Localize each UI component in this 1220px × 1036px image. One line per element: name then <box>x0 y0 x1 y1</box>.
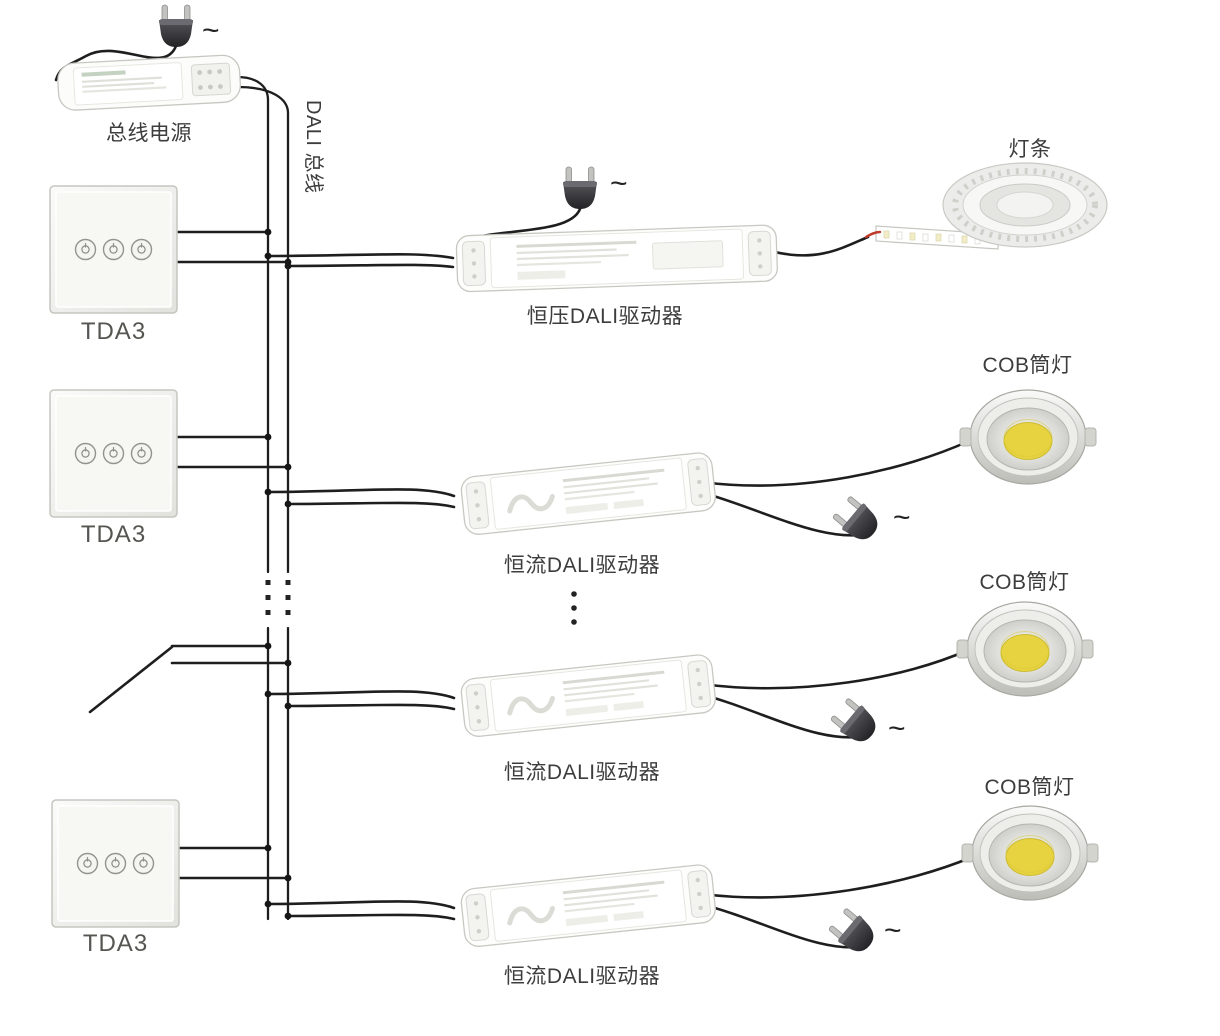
ac-symbol-2: ~ <box>610 167 628 200</box>
dali-bus-label: DALI 总线 <box>302 100 324 194</box>
ac-symbol-5: ~ <box>884 914 902 947</box>
wires <box>54 44 974 949</box>
cob-3-label: COB筒灯 <box>984 776 1075 799</box>
wire-bus-to-cc2-a <box>266 690 456 700</box>
cob-2-label: COB筒灯 <box>979 571 1070 594</box>
panel-2-label: TDA3 <box>80 521 147 548</box>
bus-power-label: 总线电源 <box>106 122 192 145</box>
ac-symbol-3: ~ <box>893 501 911 534</box>
cc-driver-3-label: 恒流DALI驱动器 <box>503 965 661 988</box>
wire-bus-to-cc3-a <box>266 900 456 910</box>
mains-plug-icon-3 <box>829 493 885 548</box>
tda3-panel-1 <box>50 186 177 313</box>
wire-bus-to-cc3-b <box>286 913 456 921</box>
led-strip-label: 灯条 <box>1008 138 1052 161</box>
cc-dali-driver-3 <box>460 864 717 948</box>
cob-downlight-2 <box>956 601 1094 697</box>
wire-cv-to-strip <box>773 235 870 257</box>
mains-plug-icon-2 <box>562 166 598 210</box>
wire-bus-to-cc1-b <box>286 501 456 509</box>
led-strip-coil <box>864 162 1108 250</box>
bus-junction-dots <box>264 228 292 920</box>
cc-driver-2-label: 恒流DALI驱动器 <box>503 761 661 784</box>
ac-symbol-1: ~ <box>202 14 220 47</box>
tda3-panel-3 <box>52 800 179 927</box>
wire-bus-to-cc2-b <box>286 703 456 711</box>
strip-red-lead <box>864 230 882 239</box>
wire-cc1-to-cob1 <box>700 439 971 487</box>
mains-plug-icon-4 <box>827 695 883 750</box>
bus-power-supply <box>56 53 242 112</box>
wire-cc3-to-cob3 <box>700 855 974 899</box>
dali-bus-line-b <box>235 85 290 921</box>
wire-bus-to-cv-a <box>266 252 455 260</box>
wire-bus-to-cv-b <box>286 263 455 269</box>
cc-dali-driver-2 <box>460 654 717 738</box>
cob-downlight-1 <box>959 389 1097 485</box>
wire-bus-to-cc1-a <box>266 488 456 498</box>
cv-driver-label: 恒压DALI驱动器 <box>526 305 684 328</box>
mains-plug-icon-1 <box>158 4 194 48</box>
cv-dali-driver <box>455 224 779 293</box>
cc-dali-driver-1 <box>460 452 717 536</box>
driver-continuation-dots <box>571 591 577 625</box>
cc-driver-1-label: 恒流DALI驱动器 <box>503 554 661 577</box>
cob-downlight-3 <box>961 805 1099 901</box>
wire-continuation-stub <box>88 645 174 714</box>
dali-bus-line-a <box>235 75 270 921</box>
tda3-panel-2 <box>50 390 177 517</box>
wire-cc2-to-cob2 <box>700 648 970 690</box>
bus-continuation-dots <box>265 580 291 615</box>
ac-symbol-4: ~ <box>888 712 906 745</box>
mains-plug-icon-5 <box>825 905 881 960</box>
panel-1-label: TDA3 <box>80 318 147 345</box>
cob-1-label: COB筒灯 <box>982 354 1073 377</box>
panel-3-label: TDA3 <box>82 930 149 957</box>
